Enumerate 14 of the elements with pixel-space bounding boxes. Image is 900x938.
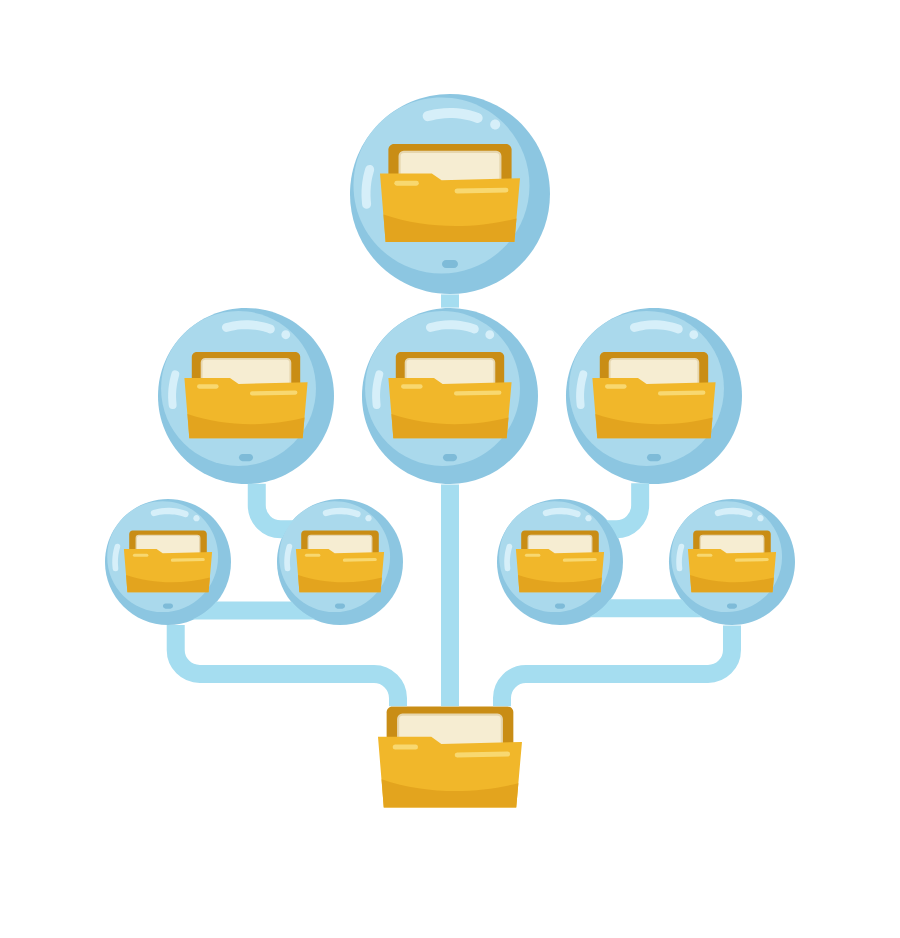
connector-line (441, 484, 459, 707)
folder-bubble (497, 499, 623, 625)
folder-bubble (350, 94, 550, 294)
connector-line (606, 483, 650, 539)
connector-line (193, 601, 315, 620)
folder-bubble (158, 308, 334, 484)
folder-icon (378, 706, 522, 808)
folder-bubble (362, 308, 538, 484)
folder-bubble (566, 308, 742, 484)
folder-bubble (669, 499, 795, 625)
folder-bubble (105, 499, 231, 625)
connector-line (441, 294, 459, 308)
connector-line (247, 483, 294, 539)
folder-bubble (277, 499, 403, 625)
